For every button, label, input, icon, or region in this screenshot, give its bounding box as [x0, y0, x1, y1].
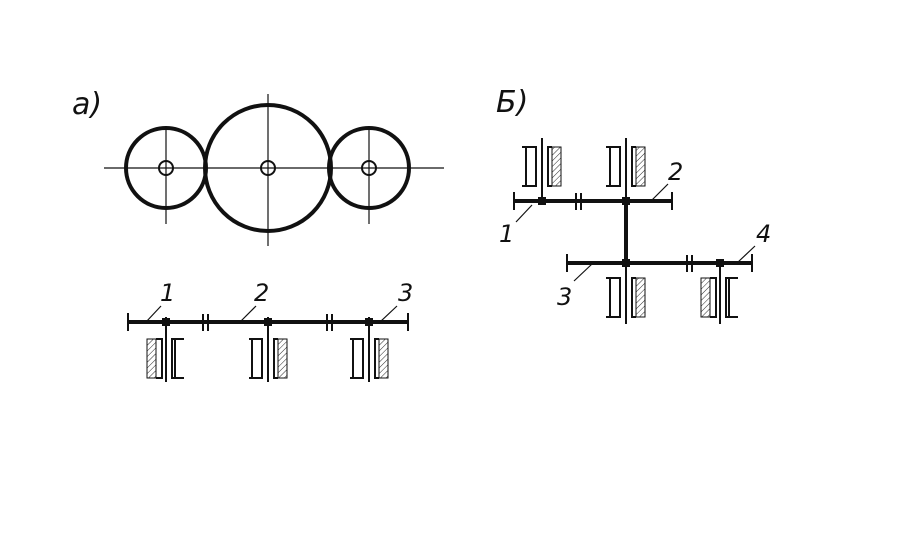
- shaft-1: [146, 317, 184, 382]
- panel-a-label: а): [72, 87, 102, 122]
- leader-b1: [515, 204, 533, 223]
- leader-3: [379, 305, 398, 323]
- gear-label-1: 1: [160, 279, 175, 307]
- gear-label-b3: 3: [557, 283, 572, 311]
- shaft-2: [249, 317, 288, 382]
- shaft-b1: [522, 138, 562, 205]
- panel-a-kinematic-scheme: 1 2 3: [127, 279, 413, 382]
- gear-label-2: 2: [254, 279, 269, 307]
- gear-label-b4: 4: [756, 220, 771, 248]
- lower-mesh-mark: [686, 255, 693, 272]
- leader-1: [145, 305, 162, 323]
- leader-2: [239, 305, 257, 323]
- shaft-3: [350, 317, 389, 382]
- panel-b: Б): [496, 85, 771, 324]
- upper-mesh-mark: [575, 193, 582, 210]
- panel-b-label: Б): [496, 85, 528, 120]
- gear-label-3: 3: [398, 279, 413, 307]
- leader-b2: [650, 183, 669, 202]
- shaft-b2: [606, 138, 646, 205]
- gear-label-b2: 2: [668, 158, 683, 186]
- mesh-mark-2-3: [326, 314, 333, 331]
- leader-b4: [736, 245, 756, 264]
- panel-a: а): [72, 87, 444, 382]
- shaft-b3: [606, 259, 646, 324]
- panel-a-gear-top-view: [104, 94, 444, 246]
- gear-label-b1: 1: [499, 220, 514, 248]
- leader-b3: [573, 263, 593, 282]
- shaft-b4: [700, 259, 738, 324]
- mesh-mark-1-2: [202, 314, 209, 331]
